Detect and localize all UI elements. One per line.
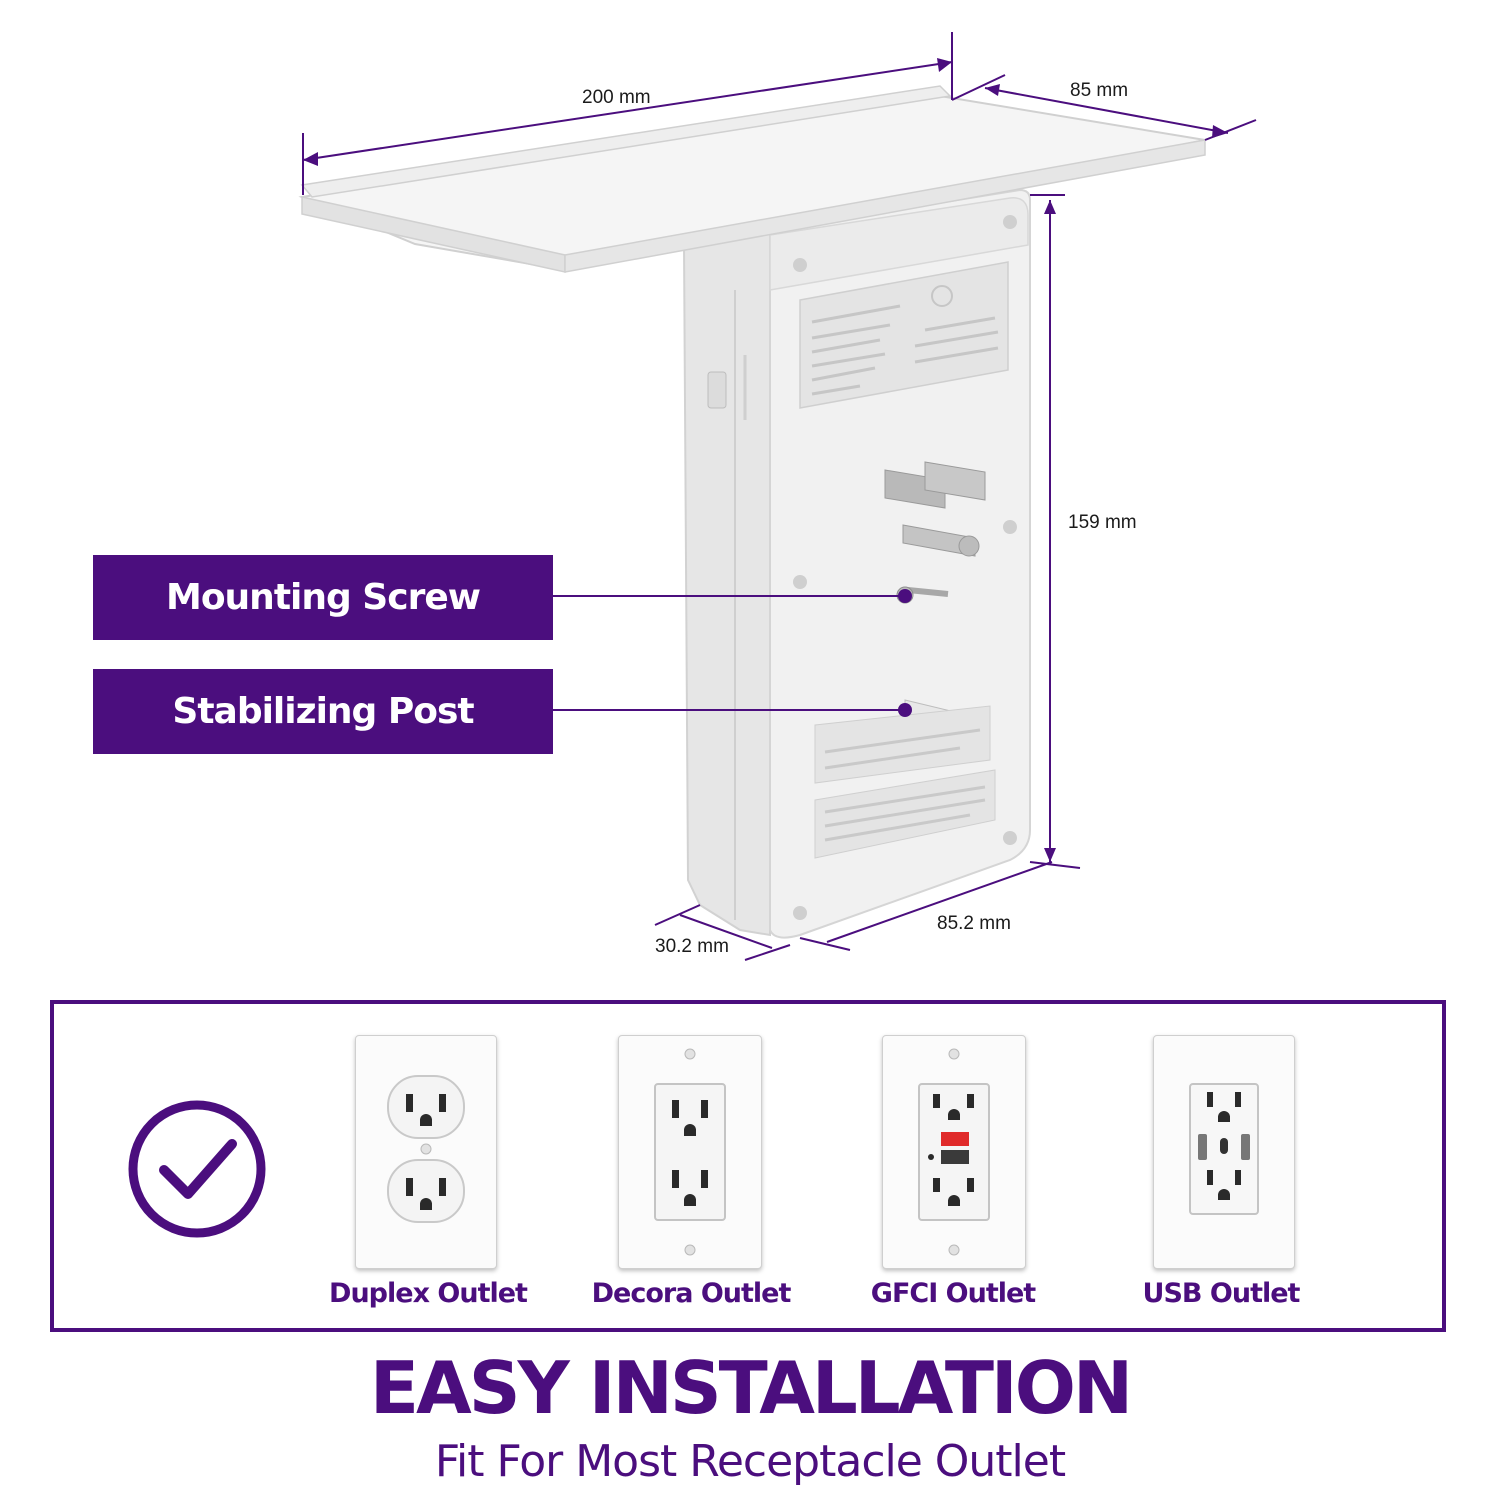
decora-outlet-image [618,1035,762,1269]
outlet-label-usb: USB Outlet [1142,1278,1301,1309]
outlet-label-decora: Decora Outlet [591,1278,792,1309]
width-dimension-label: 200 mm [582,87,651,108]
stabilizing-post-callout: Stabilizing Post [93,669,553,754]
outlet-label-gfci: GFCI Outlet [870,1278,1036,1309]
height-dimension-label: 159 mm [1068,512,1137,533]
product-dimension-diagram: 200 mm 85 mm 159 mm 85.2 mm 30.2 mm [298,32,1257,961]
usb-outlet-image [1153,1035,1295,1269]
headline: EASY INSTALLATION [369,1346,1133,1430]
duplex-outlet-image [355,1035,497,1269]
plug-prongs [884,461,986,557]
check-circle-icon [128,1100,266,1238]
subheadline: Fit For Most Receptacle Outlet [434,1436,1066,1487]
compatible-outlets-panel [50,1000,1446,1332]
base-width-dimension-label: 85.2 mm [937,913,1011,934]
thickness-dimension-label: 30.2 mm [655,936,729,957]
product-body-side [682,228,771,937]
gfci-outlet-image [882,1035,1026,1269]
outlet-label-duplex: Duplex Outlet [329,1278,528,1309]
mounting-screw-callout: Mounting Screw [93,555,553,640]
depth-dimension-label: 85 mm [1070,80,1128,101]
shelf [298,85,1206,273]
